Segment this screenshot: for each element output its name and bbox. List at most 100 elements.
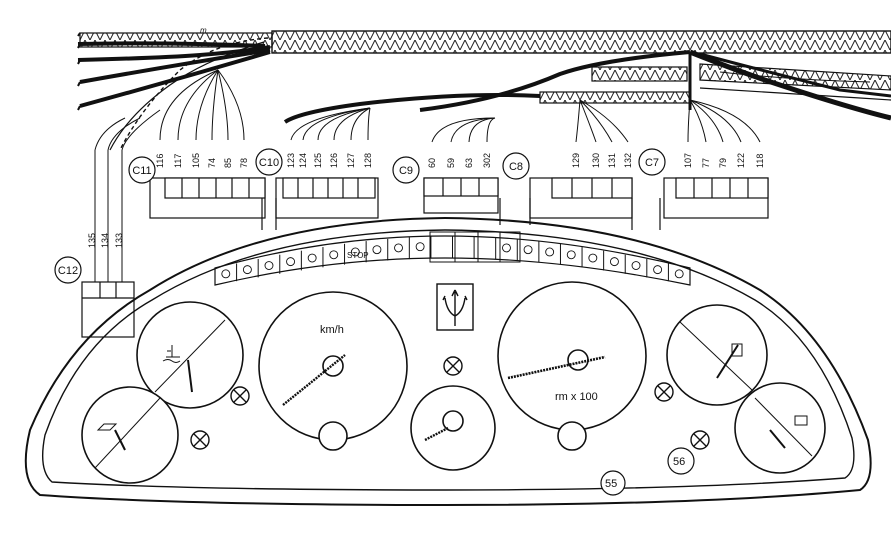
- speedo-needle: [282, 354, 346, 406]
- oil-diag: [94, 397, 161, 469]
- connector-label-c8: C8: [502, 152, 530, 180]
- wire-number-79: 79: [718, 158, 728, 168]
- warning-lamp-icon: [566, 250, 576, 260]
- volt-needle: [769, 429, 786, 449]
- wire-number-133: 133: [114, 233, 124, 248]
- c9-fanout: [431, 117, 496, 143]
- wire-number-123: 123: [286, 153, 296, 168]
- battery-symbol: [794, 415, 808, 426]
- lamp-left-upper: [230, 386, 250, 406]
- warning-lamp-icon: [523, 245, 533, 255]
- indicator-lamps: [190, 356, 710, 450]
- connector-id-text: C12: [58, 265, 78, 277]
- c11-fanout: [159, 69, 245, 141]
- wire-number-117: 117: [173, 154, 183, 168]
- wire-number-132: 132: [623, 153, 633, 168]
- wire-number-126: 126: [329, 153, 339, 168]
- connector-id-text: C11: [132, 165, 151, 177]
- lamp-center: [443, 356, 463, 376]
- clock-needle: [424, 426, 449, 442]
- warning-lamp-icon: [653, 265, 663, 275]
- wire-number-105: 105: [191, 153, 201, 168]
- fuel-diag: [679, 321, 753, 391]
- wire-number-125: 125: [313, 153, 323, 168]
- wire-number-124: 124: [298, 153, 308, 168]
- warning-lamp-icon: [372, 245, 382, 255]
- warning-lamp-icon: [545, 247, 555, 257]
- warning-lamp-icon: [502, 243, 511, 253]
- connector-label-c12: C12: [54, 256, 82, 284]
- tacho-knob: [557, 421, 587, 451]
- gauge-needles: [94, 319, 813, 469]
- callout-55: 55: [605, 478, 617, 490]
- wire-number-122: 122: [736, 153, 746, 168]
- c7-fanout: [687, 99, 761, 143]
- panel-outer-bezel: [24, 216, 872, 507]
- trip-reset-knob: [318, 421, 348, 451]
- wire-number-127: 127: [346, 153, 356, 168]
- connector-label-c11: C11: [128, 156, 156, 184]
- coolant-symbol: [162, 345, 181, 363]
- oil-pressure-gauge: [81, 386, 179, 484]
- wire-number-131: 131: [607, 153, 617, 168]
- warning-lamp-icon: [674, 269, 684, 279]
- fuel-symbol: [731, 343, 743, 357]
- connector-blocks: [81, 177, 769, 338]
- warning-lamp-icon: [221, 269, 231, 279]
- wire-number-59: 59: [446, 158, 456, 168]
- wire-number-118: 118: [755, 154, 765, 168]
- part-callouts: [600, 447, 695, 496]
- wire-number-129: 129: [571, 153, 581, 168]
- wire-number-77: 77: [701, 158, 711, 168]
- gauge-symbols: [96, 343, 808, 431]
- tacho-needle: [507, 355, 606, 380]
- wire-number-130: 130: [591, 153, 601, 168]
- wire-number-302: 302: [482, 153, 492, 168]
- coolant-diag: [154, 319, 226, 393]
- warning-light-cells: [214, 236, 691, 285]
- wire-number-85: 85: [223, 158, 233, 168]
- volt-diag: [754, 397, 813, 457]
- coolant-needle: [187, 359, 193, 393]
- instrument-panel: [24, 216, 872, 507]
- warning-lamp-icon: [588, 253, 598, 263]
- stop-lamp-label: STOP: [347, 251, 369, 260]
- panel-inner-bezel: [42, 229, 855, 491]
- wire-number-128: 128: [363, 153, 373, 168]
- c10-fanout: [290, 107, 371, 141]
- fuel-needle: [716, 344, 739, 379]
- warning-lamp-icon: [394, 243, 403, 253]
- wire-number-135: 135: [87, 233, 97, 248]
- warning-lamp-icon: [329, 250, 339, 260]
- warning-lamp-icon: [609, 257, 619, 267]
- wire-number-116: 116: [155, 154, 165, 168]
- connector-label-c10: C10: [255, 148, 283, 176]
- tacho-unit-label: rm x 100: [555, 391, 598, 403]
- wire-number-63: 63: [464, 158, 474, 168]
- wire-number-107: 107: [683, 153, 693, 168]
- wiring-harness: [77, 30, 891, 151]
- voltmeter-gauge: [734, 382, 826, 474]
- connector-label-c9: C9: [392, 156, 420, 184]
- warning-lamp-icon: [415, 242, 425, 252]
- callout-56: 56: [673, 456, 685, 468]
- connector-label-c7: C7: [638, 148, 666, 176]
- lamp-right-lower: [690, 430, 710, 450]
- wire-number-60: 60: [427, 158, 437, 168]
- connector-id-text: C10: [259, 157, 279, 169]
- connector-id-text: C9: [399, 165, 413, 177]
- c8-fanout: [575, 99, 629, 143]
- harness-mark: m: [200, 26, 207, 35]
- warning-lamp-icon: [631, 261, 641, 270]
- wire-number-74: 74: [207, 158, 217, 168]
- clock-center: [442, 410, 464, 432]
- gauges: [81, 281, 826, 484]
- connector-id-text: C8: [509, 161, 523, 173]
- warning-lamp-icon: [242, 265, 252, 275]
- wire-number-134: 134: [100, 233, 110, 248]
- lamp-left-lower: [190, 430, 210, 450]
- wire-number-78: 78: [239, 158, 249, 168]
